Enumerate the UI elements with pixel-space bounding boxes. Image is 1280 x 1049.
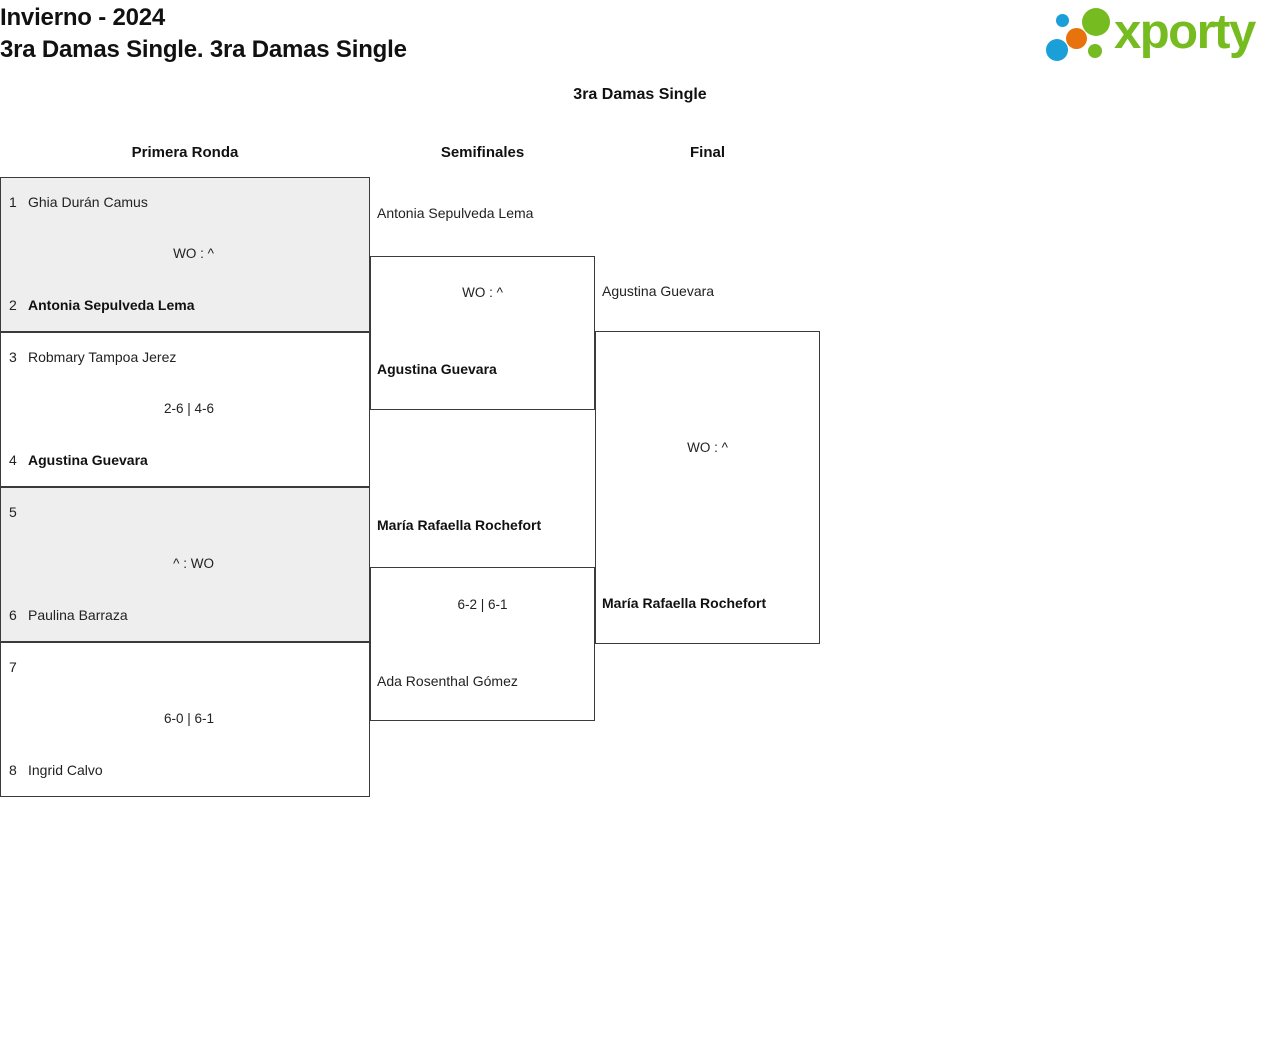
seed-number: 7 xyxy=(9,659,17,675)
seed-number: 6 xyxy=(9,607,17,623)
player-name: Ghia Durán Camus xyxy=(28,194,148,210)
tournament-season-title: Invierno - 2024 xyxy=(0,4,166,31)
player-row[interactable]: 5 xyxy=(9,504,361,524)
player-row[interactable]: 6 Paulina Barraza xyxy=(9,607,361,627)
seed-number: 3 xyxy=(9,349,17,365)
round-header-semifinales: Semifinales xyxy=(440,144,525,161)
match-box-sf-2[interactable] xyxy=(370,567,595,721)
round-header-primera-ronda: Primera Ronda xyxy=(131,144,239,161)
match-box-final[interactable] xyxy=(595,331,820,644)
match-box-sf-1[interactable] xyxy=(370,256,595,410)
match-score: WO : ^ xyxy=(462,285,503,300)
player-name: Antonia Sepulveda Lema xyxy=(377,205,534,221)
blue-dot-icon xyxy=(1056,14,1069,27)
player-name: María Rafaella Rochefort xyxy=(377,517,542,533)
match-box-r1-4[interactable]: 7 6-0 | 6-1 8 Ingrid Calvo xyxy=(0,642,370,797)
match-box-r1-2[interactable]: 3 Robmary Tampoa Jerez 2-6 | 4-6 4 Agustin… xyxy=(0,332,370,487)
logo-wordmark: xporty xyxy=(1114,5,1256,59)
match-box-r1-3[interactable]: 5 ^ : WO 6 Paulina Barraza xyxy=(0,487,370,642)
tournament-category-title: 3ra Damas Single. 3ra Damas Single xyxy=(0,35,407,63)
player-row[interactable]: 1 Ghia Durán Camus xyxy=(9,194,361,214)
xporty-logo[interactable]: xporty xyxy=(1046,5,1274,62)
green-dot-icon xyxy=(1088,44,1102,58)
player-name: Ingrid Calvo xyxy=(28,762,103,778)
seed-number: 8 xyxy=(9,762,17,778)
page-title: Invierno - 2024 3ra Damas Single. 3ra Da… xyxy=(0,2,407,65)
green-dot-icon xyxy=(1082,8,1110,36)
match-score: 6-2 | 6-1 xyxy=(457,597,508,612)
player-name: Agustina Guevara xyxy=(28,452,148,468)
seed-number: 1 xyxy=(9,194,17,210)
player-name: Antonia Sepulveda Lema xyxy=(28,297,195,313)
player-name: Agustina Guevara xyxy=(602,283,715,299)
player-name: Agustina Guevara xyxy=(377,361,497,377)
player-row[interactable]: 7 xyxy=(9,659,361,679)
player-name: María Rafaella Rochefort xyxy=(602,595,767,611)
match-score: WO : ^ xyxy=(687,440,728,455)
match-score: 6-0 | 6-1 xyxy=(163,711,214,726)
player-name: Ada Rosenthal Gómez xyxy=(377,673,518,689)
orange-dot-icon xyxy=(1066,28,1087,49)
seed-number: 5 xyxy=(9,504,17,520)
page-header: Invierno - 2024 3ra Damas Single. 3ra Da… xyxy=(0,0,1280,70)
seed-number: 2 xyxy=(9,297,17,313)
player-row[interactable]: 2 Antonia Sepulveda Lema xyxy=(9,297,361,317)
seed-number: 4 xyxy=(9,452,17,468)
player-name: Paulina Barraza xyxy=(28,607,128,623)
round-header-final: Final xyxy=(689,144,725,161)
player-row[interactable]: 4 Agustina Guevara xyxy=(9,452,361,472)
player-row[interactable]: 3 Robmary Tampoa Jerez xyxy=(9,349,361,369)
blue-dot-icon xyxy=(1046,39,1068,61)
match-score: WO : ^ xyxy=(173,246,214,261)
match-score: 2-6 | 4-6 xyxy=(163,401,214,416)
player-name: Robmary Tampoa Jerez xyxy=(28,349,177,365)
match-score: ^ : WO xyxy=(173,556,214,571)
match-box-r1-1[interactable]: 1 Ghia Durán Camus WO : ^ 2 Antonia Sepulv… xyxy=(0,177,370,332)
logo-dots-icon xyxy=(1046,6,1122,62)
player-row[interactable]: 8 Ingrid Calvo xyxy=(9,762,361,782)
bracket-title: 3ra Damas Single xyxy=(573,86,707,103)
